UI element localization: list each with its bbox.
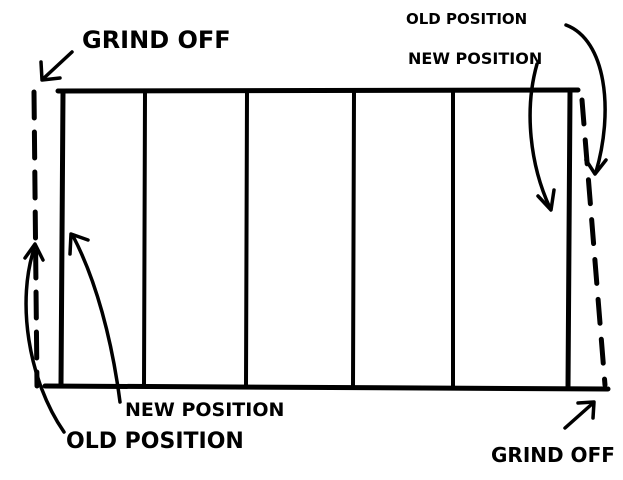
top-rail	[55, 87, 581, 94]
arrow-new-position-top-icon	[528, 62, 556, 212]
picket-3	[351, 91, 356, 389]
arrow-new-position-bottom-icon	[68, 232, 122, 404]
arrow-grind-off-top-icon	[39, 50, 74, 82]
right-post-old-position	[579, 97, 608, 388]
arrow-old-position-bottom-icon	[23, 242, 66, 434]
picket-2	[244, 91, 249, 388]
old-position-top-label: OLD POSITION	[406, 10, 527, 28]
left-post-new-position	[58, 89, 66, 388]
right-post-new-position	[565, 89, 573, 391]
left-post-old-position	[31, 89, 40, 389]
bottom-rail	[42, 383, 611, 392]
grind-off-top-label: GRIND OFF	[82, 26, 231, 54]
grind-off-bottom-label: GRIND OFF	[491, 443, 615, 467]
arrow-old-position-top-icon	[564, 23, 608, 176]
arrow-grind-off-bottom-icon	[563, 400, 596, 430]
picket-1	[142, 91, 147, 387]
new-position-bottom-label: NEW POSITION	[125, 399, 284, 421]
new-position-top-label: NEW POSITION	[408, 49, 542, 68]
old-position-bottom-label: OLD POSITION	[66, 429, 244, 454]
